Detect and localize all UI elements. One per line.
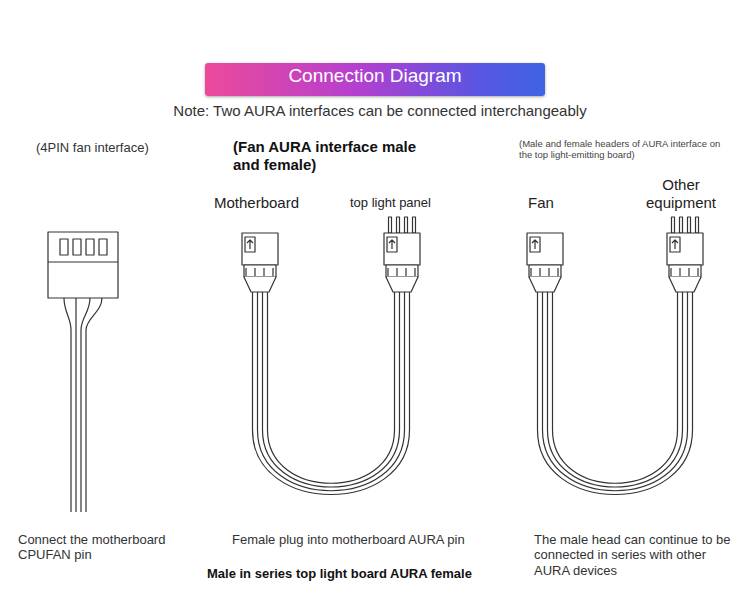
description-text: Connect the motherboard CPUFAN pin bbox=[18, 532, 198, 563]
title-banner: Connection Diagram bbox=[205, 63, 545, 96]
female-plug-body bbox=[527, 233, 563, 265]
diagram-title: Connection Diagram bbox=[205, 63, 545, 88]
female-plug-body bbox=[242, 233, 278, 265]
collar-rib bbox=[557, 268, 558, 276]
cable-wire bbox=[548, 292, 683, 487]
plug-collar bbox=[669, 265, 701, 277]
arrow-frame bbox=[530, 237, 540, 252]
connector-label: Fan bbox=[528, 194, 568, 212]
aura-extension-cable bbox=[527, 217, 703, 495]
male-pin bbox=[413, 217, 416, 233]
collar-rib bbox=[245, 268, 246, 276]
cable-wire bbox=[538, 292, 693, 495]
collar-rib bbox=[405, 268, 406, 276]
arrow-frame bbox=[670, 237, 680, 252]
cable-wire bbox=[553, 292, 678, 483]
male-plug-body bbox=[667, 233, 703, 265]
collar-rib bbox=[254, 268, 255, 276]
note-text: Note: Two AURA interfaces can be connect… bbox=[120, 102, 640, 120]
plug-collar bbox=[386, 265, 418, 277]
male-pin bbox=[389, 217, 392, 233]
description-text: The male head can continue to be connect… bbox=[534, 532, 739, 578]
plug-strain-relief bbox=[244, 277, 276, 292]
orientation-arrow bbox=[247, 240, 253, 249]
collar-rib bbox=[679, 268, 680, 276]
plug-collar bbox=[529, 265, 561, 277]
collar-rib bbox=[530, 268, 531, 276]
male-pin bbox=[405, 217, 408, 233]
section-heading: (Fan AURA interface male and female) bbox=[233, 138, 433, 173]
collar-rib bbox=[688, 268, 689, 276]
male-pin bbox=[696, 217, 699, 233]
arrow-frame bbox=[245, 237, 255, 252]
orientation-arrow bbox=[389, 240, 395, 249]
section-heading: (Male and female headers of AURA interfa… bbox=[519, 138, 734, 160]
section-heading: (4PIN fan interface) bbox=[36, 140, 186, 155]
collar-rib bbox=[396, 268, 397, 276]
collar-rib bbox=[387, 268, 388, 276]
cable-wire bbox=[268, 292, 395, 483]
orientation-arrow bbox=[672, 240, 678, 249]
collar-rib bbox=[272, 268, 273, 276]
cable-wire bbox=[253, 292, 410, 495]
connector-label: top light panel bbox=[350, 195, 460, 210]
collar-rib bbox=[548, 268, 549, 276]
description-text: Male in series top light board AURA fema… bbox=[207, 566, 507, 581]
collar-rib bbox=[670, 268, 671, 276]
orientation-arrow bbox=[532, 240, 538, 249]
connector-label: Other equipment bbox=[632, 176, 730, 211]
aura-extension-cable bbox=[242, 217, 420, 495]
male-pin bbox=[672, 217, 675, 233]
cable-wire bbox=[543, 292, 688, 491]
male-plug-body bbox=[384, 233, 420, 265]
collar-rib bbox=[539, 268, 540, 276]
male-pin bbox=[680, 217, 683, 233]
arrow-frame bbox=[387, 237, 397, 252]
connector-label: Motherboard bbox=[214, 194, 324, 212]
collar-rib bbox=[414, 268, 415, 276]
male-pin bbox=[397, 217, 400, 233]
cable-wire bbox=[263, 292, 400, 487]
fan-4pin-plug bbox=[48, 232, 118, 512]
collar-rib bbox=[697, 268, 698, 276]
description-text: Female plug into motherboard AURA pin bbox=[232, 532, 482, 547]
plug-strain-relief bbox=[386, 277, 418, 292]
cable-wire bbox=[258, 292, 405, 491]
plug-strain-relief bbox=[669, 277, 701, 292]
plug-strain-relief bbox=[529, 277, 561, 292]
male-pin bbox=[688, 217, 691, 233]
plug-collar bbox=[244, 265, 276, 277]
collar-rib bbox=[263, 268, 264, 276]
